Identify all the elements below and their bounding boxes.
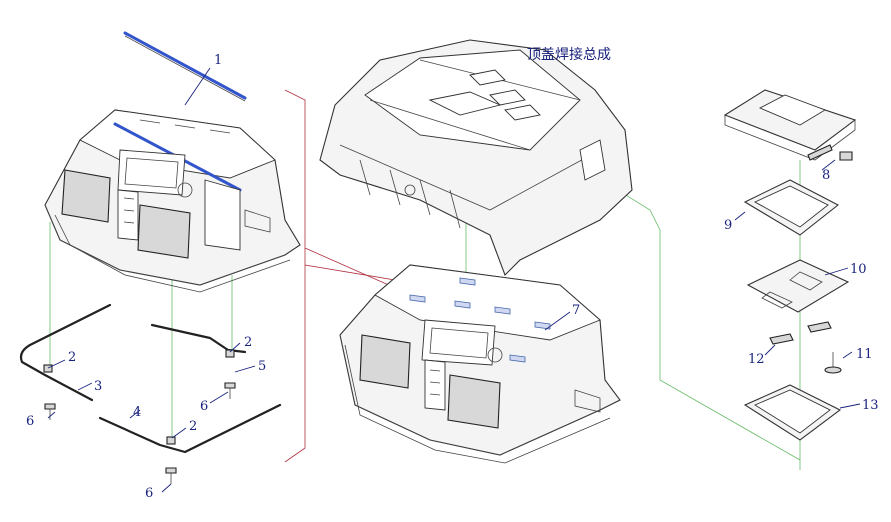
- callout-10: 10: [850, 262, 867, 277]
- callout-2-b: 2: [244, 335, 252, 350]
- callout-labels: 1 2 2 2 2 3 4 5 6 6 6 7 8 9 10 11 12 13: [26, 53, 879, 501]
- callout-5: 5: [258, 359, 266, 374]
- wire-harness-part-3: [19, 303, 112, 402]
- red-bracket-left: [284, 89, 401, 291]
- hatch-frame-part-10: [746, 259, 850, 313]
- hatch-handle-part-11: [824, 352, 842, 374]
- hatch-latch-parts-12: [769, 321, 832, 345]
- left-cab-shell: [44, 109, 301, 293]
- callout-9: 9: [724, 218, 732, 233]
- callout-8: 8: [822, 168, 830, 183]
- callout-6-a: 6: [26, 414, 34, 429]
- callout-3: 3: [94, 379, 102, 394]
- callout-12: 12: [748, 352, 765, 367]
- callout-2-a: 2: [68, 350, 76, 365]
- assembly-title: 顶盖焊接总成: [527, 46, 611, 63]
- callout-1: 1: [214, 53, 222, 68]
- callout-13: 13: [862, 398, 879, 413]
- callout-7: 7: [572, 303, 580, 318]
- callout-4: 4: [133, 405, 141, 420]
- callout-6-c: 6: [145, 486, 153, 501]
- assembled-cab-part-7: [339, 264, 621, 464]
- callout-11: 11: [856, 347, 873, 362]
- wire-harness-part-5: [150, 323, 247, 354]
- inner-trim-ring-part-13: [743, 384, 842, 441]
- bolt-parts-6: [44, 382, 236, 484]
- clip-parts-2: [43, 349, 235, 445]
- roof-weld-assembly: [319, 39, 633, 276]
- seal-strip-part-1: [123, 31, 247, 102]
- callout-2-c: 2: [189, 419, 197, 434]
- leader-lines: [47, 67, 861, 493]
- roof-hatch-cover-part-8: [723, 89, 857, 161]
- wire-harness-part-4: [98, 403, 282, 454]
- hatch-seal-ring-part-9: [743, 179, 840, 236]
- callout-6-b: 6: [200, 399, 208, 414]
- red-bracket-right: [284, 248, 396, 463]
